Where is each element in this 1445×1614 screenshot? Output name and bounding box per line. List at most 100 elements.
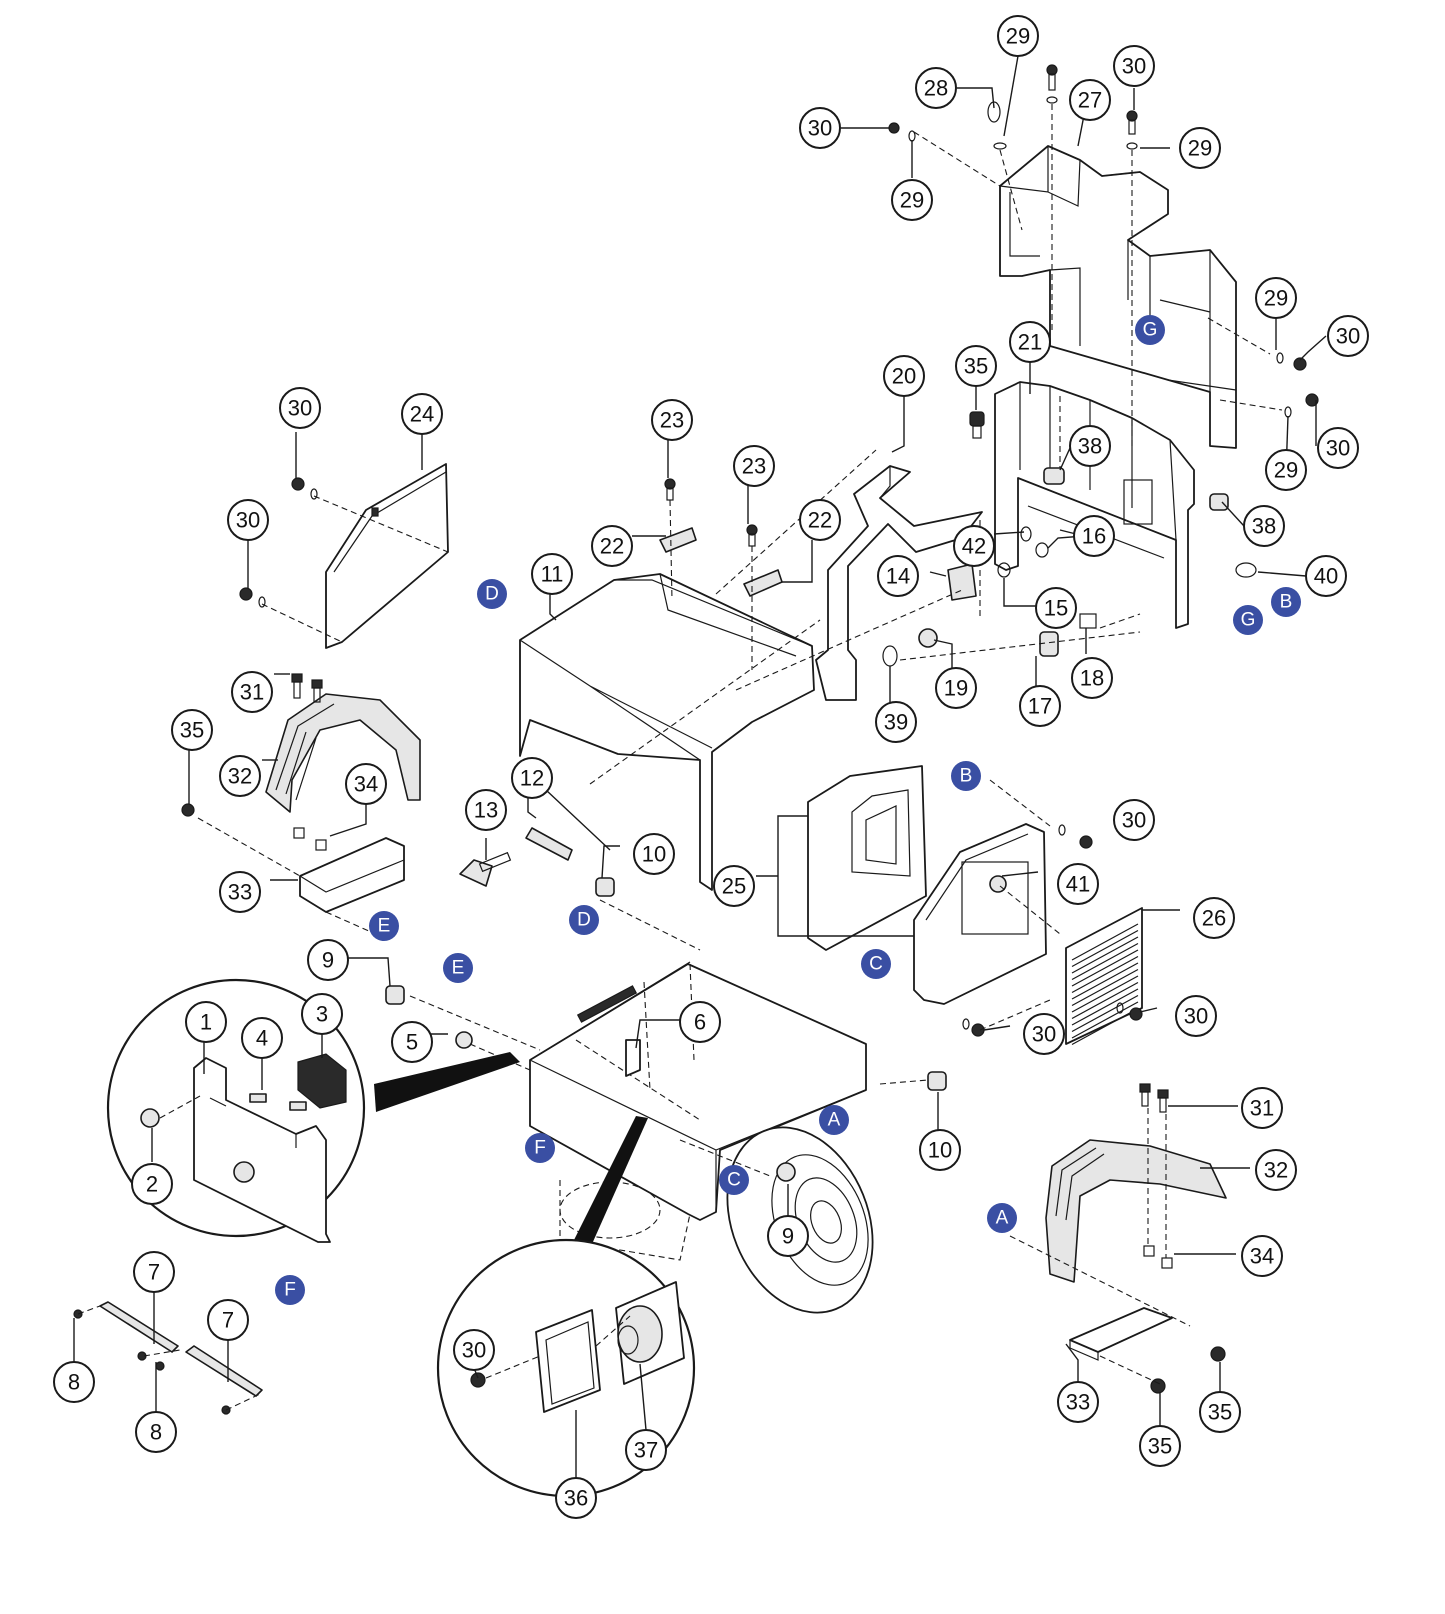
balloon-12: 12 — [511, 757, 553, 799]
svg-text:13: 13 — [474, 798, 498, 823]
balloon-27: 27 — [1069, 79, 1111, 121]
marker-c: C — [861, 949, 891, 979]
engine-cover-part-11 — [519, 573, 815, 891]
side-panel-part-25 — [807, 765, 927, 951]
svg-text:39: 39 — [884, 710, 908, 735]
balloon-42: 42 — [953, 525, 995, 567]
svg-text:16: 16 — [1082, 524, 1106, 549]
svg-text:32: 32 — [1264, 1158, 1288, 1183]
svg-text:7: 7 — [222, 1308, 234, 1333]
balloon-2: 2 — [131, 1163, 173, 1205]
svg-text:A: A — [996, 1208, 1009, 1229]
fender-part-32-left — [265, 693, 421, 813]
balloon-13: 13 — [465, 789, 507, 831]
balloon-35: 35 — [955, 345, 997, 387]
balloon-33: 33 — [1057, 1381, 1099, 1423]
balloon-22: 22 — [591, 525, 633, 567]
svg-text:F: F — [284, 1280, 296, 1301]
svg-text:21: 21 — [1018, 330, 1042, 355]
svg-text:12: 12 — [520, 766, 544, 791]
balloon-17: 17 — [1019, 685, 1061, 727]
balloon-24: 24 — [401, 393, 443, 435]
svg-text:26: 26 — [1202, 906, 1226, 931]
balloon-21: 21 — [1009, 321, 1051, 363]
svg-text:F: F — [534, 1138, 546, 1159]
svg-text:D: D — [577, 910, 591, 931]
svg-text:29: 29 — [1188, 136, 1212, 161]
balloon-10: 10 — [633, 833, 675, 875]
balloon-31: 31 — [1241, 1087, 1283, 1129]
balloon-7: 7 — [207, 1299, 249, 1341]
svg-text:15: 15 — [1044, 596, 1068, 621]
svg-text:42: 42 — [962, 534, 986, 559]
svg-text:33: 33 — [1066, 1390, 1090, 1415]
svg-text:18: 18 — [1080, 666, 1104, 691]
balloon-4: 4 — [241, 1017, 283, 1059]
rear-frame-part-21 — [994, 381, 1195, 629]
svg-text:7: 7 — [148, 1260, 160, 1285]
svg-text:34: 34 — [1250, 1244, 1274, 1269]
svg-text:30: 30 — [1326, 436, 1350, 461]
svg-text:B: B — [1280, 592, 1293, 613]
svg-text:31: 31 — [240, 680, 264, 705]
svg-text:25: 25 — [722, 874, 746, 899]
balloon-30: 30 — [1113, 45, 1155, 87]
balloon-19: 19 — [935, 667, 977, 709]
balloon-30: 30 — [1327, 315, 1369, 357]
svg-text:1: 1 — [200, 1010, 212, 1035]
svg-text:37: 37 — [634, 1438, 658, 1463]
svg-text:20: 20 — [892, 364, 916, 389]
svg-text:24: 24 — [410, 402, 434, 427]
balloon-38: 38 — [1243, 505, 1285, 547]
part-number-balloons: 30 29 28 29 30 27 29 29 30 21 35 20 30 2… — [53, 15, 1369, 1519]
svg-text:30: 30 — [288, 396, 312, 421]
svg-text:38: 38 — [1252, 514, 1276, 539]
svg-text:G: G — [1143, 320, 1158, 341]
svg-text:29: 29 — [900, 188, 924, 213]
balloon-29: 29 — [891, 179, 933, 221]
balloon-40: 40 — [1305, 555, 1347, 597]
svg-text:30: 30 — [1184, 1004, 1208, 1029]
svg-text:35: 35 — [1208, 1400, 1232, 1425]
svg-text:40: 40 — [1314, 564, 1338, 589]
balloon-30: 30 — [799, 107, 841, 149]
detail-view-top — [106, 978, 520, 1243]
svg-text:32: 32 — [228, 764, 252, 789]
svg-text:14: 14 — [886, 564, 910, 589]
balloon-30: 30 — [279, 387, 321, 429]
balloon-15: 15 — [1035, 587, 1077, 629]
rail-part-7 — [99, 1301, 263, 1397]
balloon-30: 30 — [227, 499, 269, 541]
balloon-36: 36 — [555, 1477, 597, 1519]
balloon-31: 31 — [231, 671, 273, 713]
balloon-26: 26 — [1193, 897, 1235, 939]
svg-text:6: 6 — [694, 1010, 706, 1035]
svg-text:31: 31 — [1250, 1096, 1274, 1121]
svg-text:41: 41 — [1066, 872, 1090, 897]
balloon-30: 30 — [453, 1329, 495, 1371]
svg-text:30: 30 — [236, 508, 260, 533]
balloon-28: 28 — [915, 67, 957, 109]
marker-f: F — [525, 1133, 555, 1163]
marker-b: B — [1271, 587, 1301, 617]
marker-b: B — [951, 761, 981, 791]
svg-text:2: 2 — [146, 1172, 158, 1197]
svg-text:22: 22 — [808, 508, 832, 533]
assembly-lines — [77, 104, 1283, 1411]
svg-text:5: 5 — [406, 1030, 418, 1055]
balloon-32: 32 — [219, 755, 261, 797]
svg-text:29: 29 — [1274, 458, 1298, 483]
balloon-33: 33 — [219, 871, 261, 913]
balloon-9: 9 — [767, 1215, 809, 1257]
svg-text:29: 29 — [1006, 24, 1030, 49]
svg-text:E: E — [452, 958, 465, 979]
svg-text:11: 11 — [541, 562, 564, 587]
balloon-34: 34 — [345, 763, 387, 805]
marker-e: E — [443, 953, 473, 983]
svg-text:22: 22 — [600, 534, 624, 559]
svg-text:30: 30 — [1032, 1022, 1056, 1047]
support-bracket-part-20 — [815, 465, 983, 701]
balloon-35: 35 — [1199, 1391, 1241, 1433]
svg-text:36: 36 — [564, 1486, 588, 1511]
balloon-1: 1 — [185, 1001, 227, 1043]
